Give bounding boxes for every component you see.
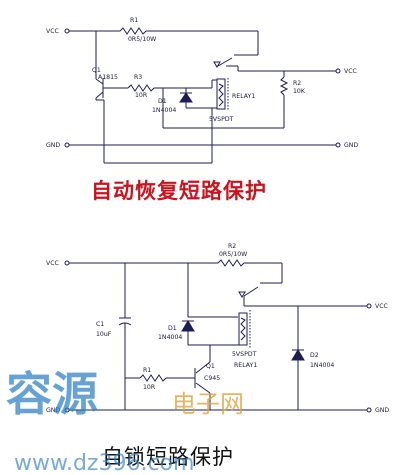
label-d2-val: 1N4004 <box>310 362 334 369</box>
relay-coil-winding-2 <box>240 317 246 341</box>
label-r2-val-2: 0R5/10W <box>219 251 247 258</box>
relay-contact-pivot <box>213 61 221 68</box>
transistor-q1-emitter <box>95 78 104 85</box>
diagram-1: VCC R1 0R5/10W VCC R2 10K Q1 A1815 <box>46 17 358 203</box>
diode-d1 <box>179 92 193 103</box>
label-gnd-in-1: GND <box>46 142 60 149</box>
watermark-brand: 容源 <box>6 367 98 421</box>
label-vcc-in-2: VCC <box>46 260 59 267</box>
diode-d1-2 <box>181 320 195 332</box>
terminal-gnd-out-2 <box>366 407 372 413</box>
resistor-r2 <box>217 259 245 267</box>
transistor-q1-collector <box>95 91 104 99</box>
label-r1-val: 0R5/10W <box>128 36 156 43</box>
relay-contact-pivot-2 <box>238 291 246 298</box>
label-gnd-in-2: GND <box>46 407 60 414</box>
terminal-vcc-in-2 <box>64 260 70 266</box>
relay-coil-winding <box>218 83 224 107</box>
label-vcc-in-1: VCC <box>46 28 59 35</box>
label-d1-ref: D1 <box>158 98 167 105</box>
label-vcc-out-1: VCC <box>344 68 357 75</box>
resistor-r2 <box>279 76 289 96</box>
label-r2-ref-2: R2 <box>228 243 236 250</box>
diagram-1-title: 自动恢复短路保护 <box>91 178 267 203</box>
watermark: 容源 电子网 www.dz396.com <box>6 367 244 475</box>
diagram-2: VCC R2 0R5/10W VCC C1 10uF D1 1N4004 <box>46 243 389 469</box>
diode-d2 <box>291 349 305 361</box>
label-q1-val-2: C945 <box>204 375 220 382</box>
terminal-gnd-out-1 <box>335 142 341 148</box>
watermark-sub: 电子网 <box>172 390 244 418</box>
resistor-r3 <box>127 84 155 92</box>
label-r2-ref: R2 <box>293 80 301 87</box>
label-q1-ref-2: Q1 <box>206 363 215 370</box>
label-d2-ref: D2 <box>310 352 319 359</box>
transistor-q1-2-collector <box>195 361 211 374</box>
label-c1-ref: C1 <box>96 321 104 328</box>
watermark-url: www.dz396.com <box>14 451 194 475</box>
label-q1-val: A1815 <box>98 74 118 81</box>
terminal-gnd-in-1 <box>64 142 70 148</box>
terminal-vcc-out-1 <box>335 68 341 74</box>
label-gnd-out-2: GND <box>375 407 389 414</box>
label-d1-ref-2: D1 <box>168 325 177 332</box>
diagram-2-title: 自锁短路保护 <box>102 445 234 469</box>
label-relay-ref: RELAY1 <box>232 93 255 100</box>
label-c1-val: 10uF <box>96 331 112 338</box>
label-d1-val-2: 1N4004 <box>158 334 182 341</box>
relay-contact-arm-2 <box>243 286 259 297</box>
resistor-r1-2 <box>139 374 167 382</box>
label-r1-ref: R1 <box>130 17 138 24</box>
label-gnd-out-1: GND <box>344 142 358 149</box>
terminal-vcc-out-2 <box>366 303 372 309</box>
label-r1-ref-2: R1 <box>143 367 151 374</box>
label-r2-val: 10K <box>293 88 306 95</box>
resistor-r1 <box>119 27 147 35</box>
label-r1-val-2: 10R <box>143 384 156 391</box>
label-r3-ref: R3 <box>134 74 142 81</box>
label-relay-ref-2: RELAY1 <box>234 362 257 369</box>
label-relay-val-2: 5VSPDT <box>232 351 257 358</box>
label-q1-ref: Q1 <box>92 67 101 74</box>
label-relay-val: 5VSPDT <box>209 116 234 123</box>
relay-coil <box>216 78 226 110</box>
transistor-q1-2-emitter <box>195 382 211 394</box>
label-d1-val: 1N4004 <box>152 107 176 114</box>
terminal-vcc-in-1 <box>64 28 70 34</box>
relay-contact-arm <box>217 57 233 67</box>
label-r3-val: 10R <box>135 92 148 99</box>
relay-coil-2 <box>238 312 248 346</box>
label-vcc-out-2: VCC <box>375 303 388 310</box>
